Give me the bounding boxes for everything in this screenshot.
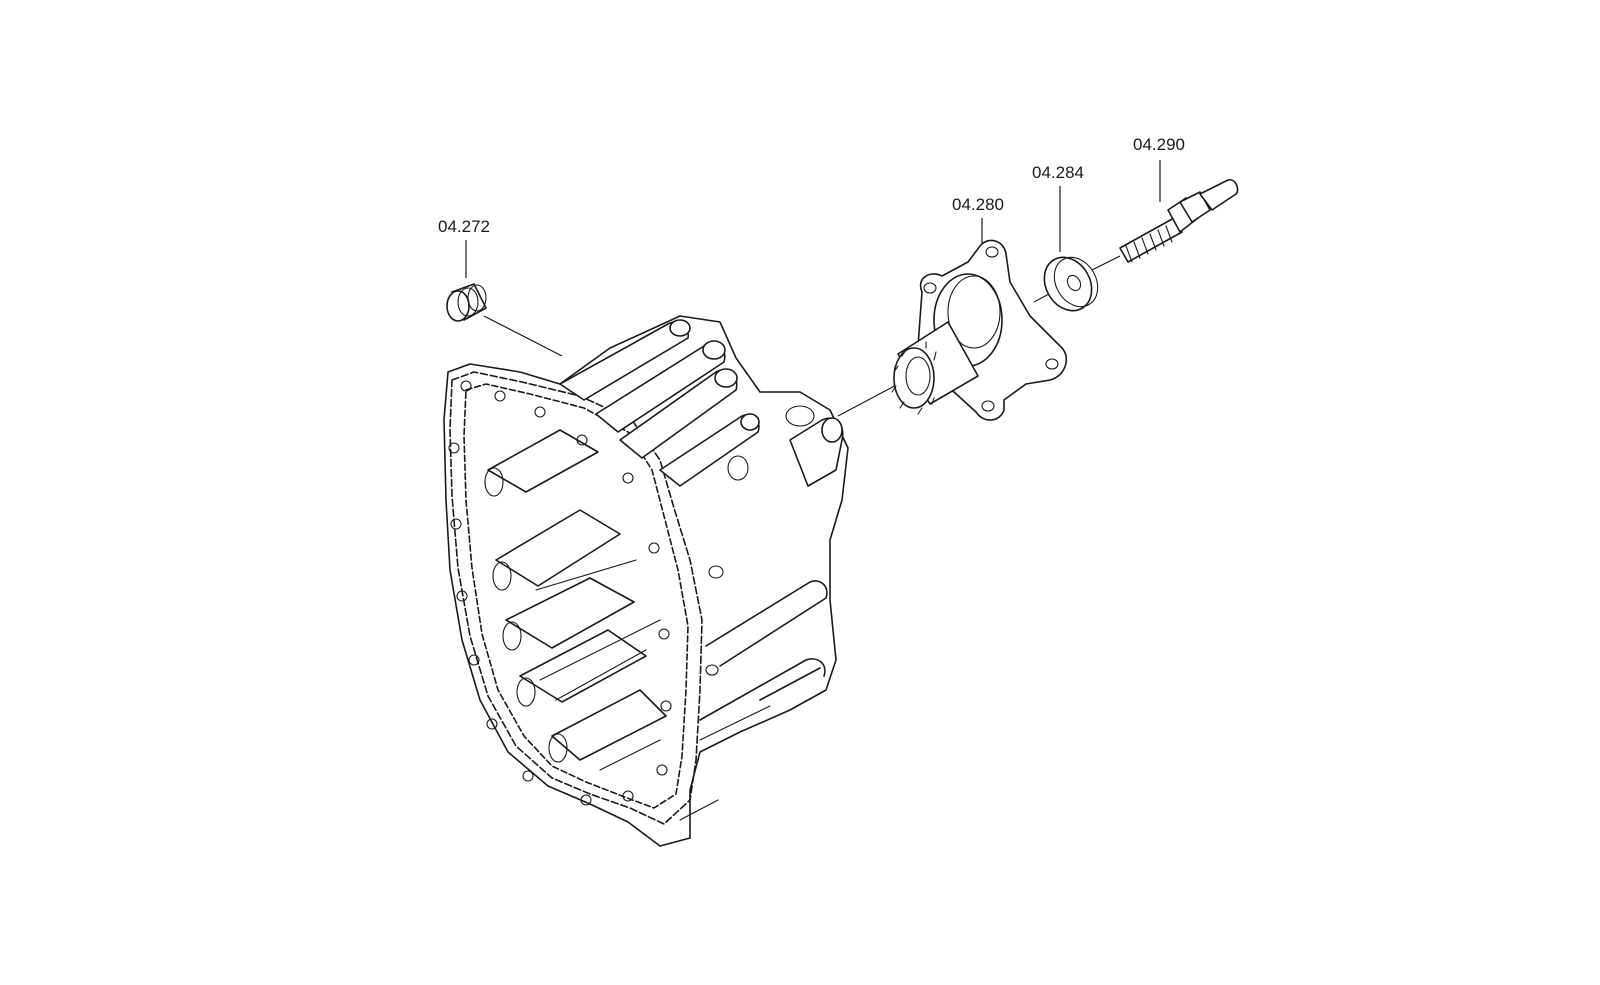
housing-lower-bosses (679, 565, 828, 821)
stud-part[interactable] (1119, 179, 1239, 263)
plug-part-number: 04.272 (438, 217, 490, 236)
housing-internal-ribs (484, 429, 667, 771)
plug-part[interactable] (446, 283, 487, 322)
stud-part-number: 04.290 (1133, 135, 1185, 154)
housing-top-bosses (559, 319, 815, 487)
flange-part-number: 04.280 (952, 195, 1004, 214)
output-boss (789, 417, 844, 487)
washer-part[interactable] (1035, 249, 1106, 319)
output-flange-part[interactable] (891, 239, 1068, 421)
transmission-housing (443, 315, 849, 847)
flange-bolt-holes (448, 380, 672, 806)
washer-part-number: 04.284 (1032, 163, 1084, 182)
